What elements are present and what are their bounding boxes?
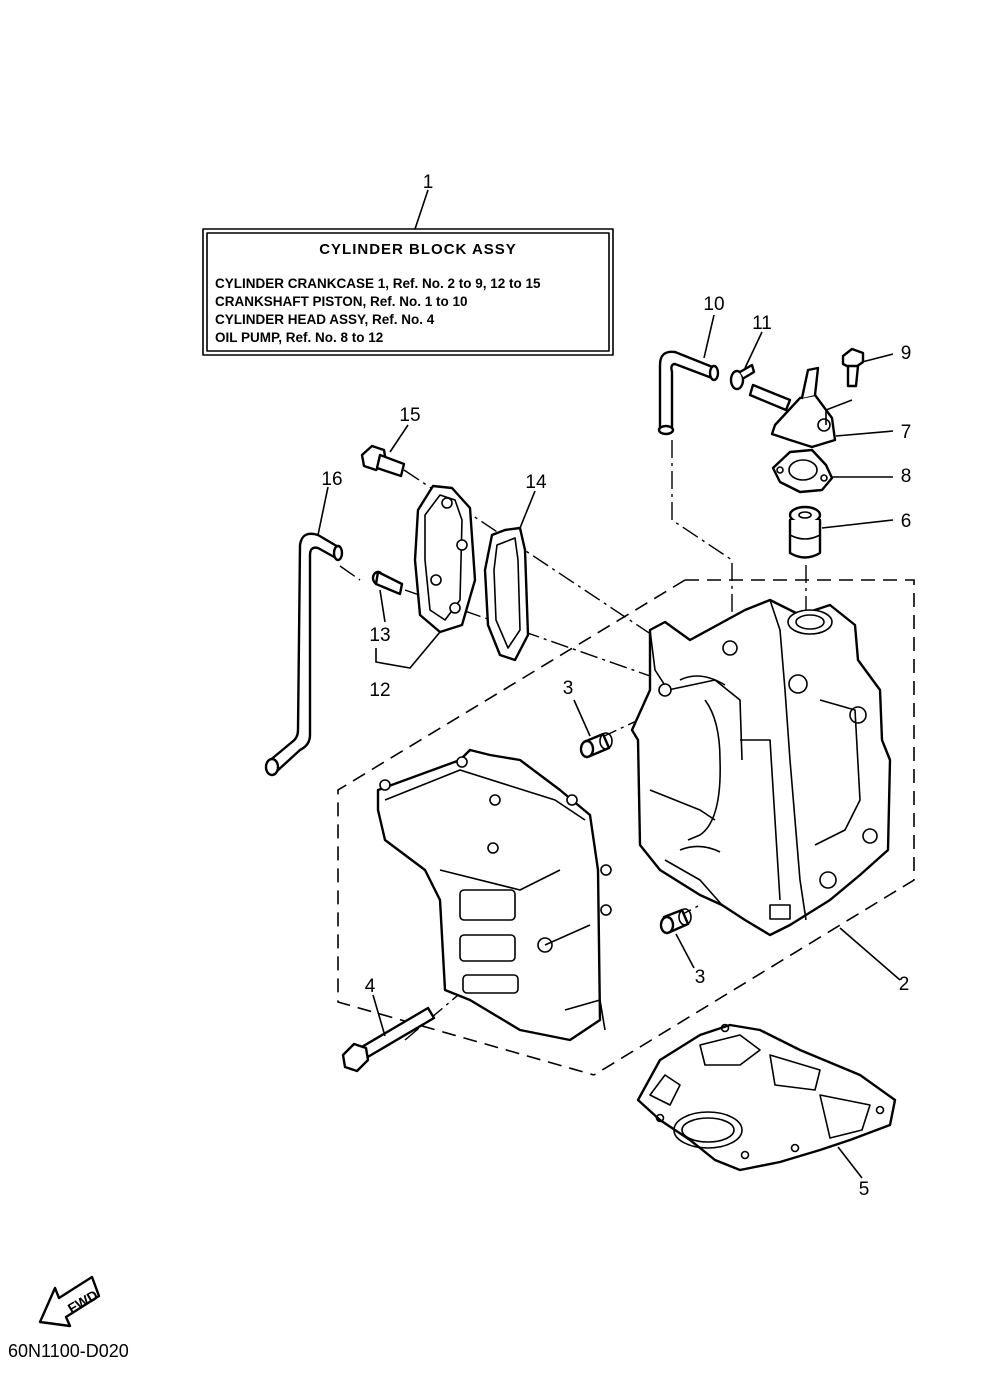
- callout-3-lower: 3: [695, 967, 706, 988]
- cylinder-block: [630, 598, 892, 937]
- callout-10: 10: [703, 294, 724, 315]
- callout-7: 7: [901, 422, 912, 443]
- callout-9: 9: [901, 343, 912, 364]
- assembly-info-box: CYLINDER BLOCK ASSY CYLINDER CRANKCASE 1…: [202, 228, 614, 356]
- crankcase-half: [376, 748, 612, 1042]
- gasket-5: [636, 1023, 897, 1172]
- hose-16: [264, 532, 344, 777]
- callout-labels: 1 2 3 3 4 5 6 7 8 9 10 11 12 13 14 15 16: [321, 172, 911, 1200]
- bolt-4: [341, 1006, 436, 1073]
- assembly-box-line-1: CYLINDER CRANKCASE 1, Ref. No. 2 to 9, 1…: [215, 276, 541, 291]
- fwd-arrow-icon: FWD: [38, 1275, 100, 1328]
- assembly-boundaries: [337, 579, 915, 1076]
- callout-5: 5: [859, 1179, 870, 1200]
- callout-3-upper: 3: [563, 678, 574, 699]
- bolt-13: [371, 570, 404, 596]
- assembly-box-line-3: CYLINDER HEAD ASSY, Ref. No. 4: [215, 312, 435, 327]
- dowel-pin-lower: [659, 908, 692, 935]
- thermostat-gasket-8: [771, 448, 834, 494]
- hose-10: [657, 350, 720, 436]
- bolt-9: [841, 347, 865, 388]
- callout-2: 2: [899, 974, 910, 995]
- callout-11: 11: [752, 313, 772, 334]
- callout-14: 14: [525, 472, 547, 493]
- callout-1: 1: [423, 172, 434, 193]
- assembly-box-line-4: OIL PUMP, Ref. No. 8 to 12: [215, 330, 383, 345]
- callout-12: 12: [369, 680, 390, 701]
- callout-15: 15: [399, 405, 420, 426]
- thermostat-cover-7: [748, 366, 837, 449]
- clip-11: [729, 363, 756, 391]
- callout-6: 6: [901, 511, 912, 532]
- callout-16: 16: [321, 469, 342, 490]
- callout-8: 8: [901, 466, 912, 487]
- cover-gasket-14: [483, 526, 530, 662]
- thermostat-6: [788, 505, 822, 559]
- leader-lines: [317, 189, 901, 1179]
- callout-4: 4: [365, 976, 376, 997]
- bolt-15: [360, 444, 406, 478]
- cover-12: [413, 484, 477, 634]
- callout-13: 13: [369, 625, 390, 646]
- assembly-box-title: CYLINDER BLOCK ASSY: [319, 241, 517, 258]
- dowel-pin-upper: [579, 732, 613, 759]
- assembly-box-line-2: CRANKSHAFT PISTON, Ref. No. 1 to 10: [215, 294, 468, 309]
- diagram-code: 60N1100-D020: [8, 1341, 129, 1361]
